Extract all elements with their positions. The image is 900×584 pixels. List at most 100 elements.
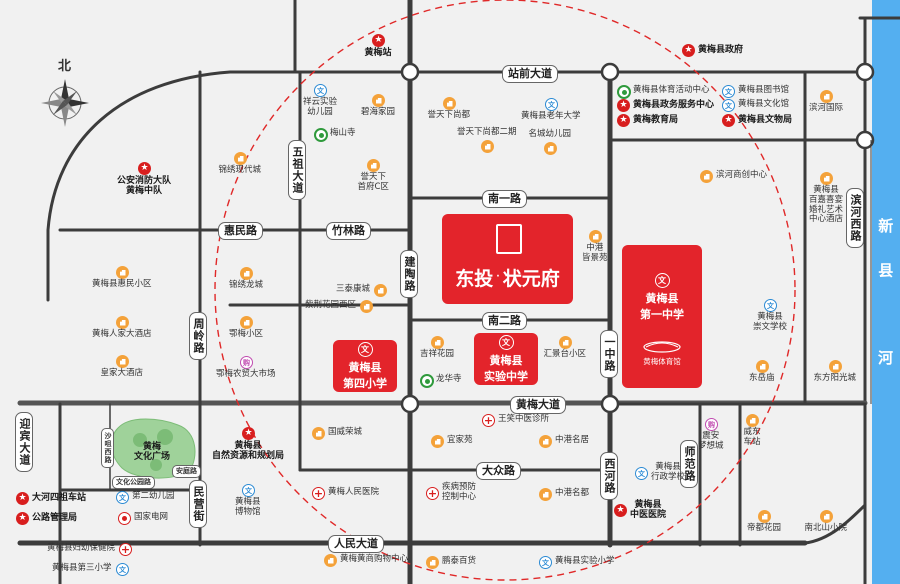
poi-label[interactable]: 誉天下尚都二期	[457, 127, 517, 137]
poi-label[interactable]: 汇景台小区	[543, 349, 587, 359]
poi-label[interactable]: 皇家大酒店	[100, 368, 144, 378]
poi-label[interactable]: 黄梅县图书馆	[738, 85, 790, 95]
shiyan-middle-school-block[interactable]: 文 黄梅县 实验中学	[474, 333, 538, 385]
poi-label[interactable]: 吉祥花园	[420, 349, 455, 359]
poi-label[interactable]: 黄梅县第三小学	[52, 563, 112, 573]
poi-label[interactable]: 滨河商创中心	[716, 170, 768, 180]
poi-label[interactable]: 国家电网	[134, 512, 169, 522]
poi-label[interactable]: 黄梅县政务服务中心	[633, 100, 715, 110]
poi-label[interactable]: 龙华寺	[436, 374, 462, 384]
poi-label[interactable]: 中港名居	[555, 435, 590, 445]
poi-label[interactable]: 黄梅县实验小学	[555, 556, 615, 566]
poi-gov-icon	[617, 114, 630, 127]
poi-label[interactable]: 中港名都	[555, 488, 590, 498]
poi-res-icon	[360, 300, 373, 313]
poi-label[interactable]: 黄梅县 中医医院	[630, 499, 667, 520]
poi-label[interactable]: 黄梅县体育活动中心	[633, 85, 710, 95]
poi-label[interactable]: 第二幼儿园	[132, 491, 175, 501]
road-zhouling: 周岭路	[189, 312, 207, 360]
poi-label[interactable]: 国威荣城	[328, 427, 363, 437]
project-block[interactable]: 东投 · 状元府	[442, 214, 573, 304]
poi-shop-icon: 购	[240, 356, 253, 369]
poi-label[interactable]: 黄梅县文物局	[738, 115, 793, 125]
poi-label[interactable]: 黄梅县文化馆	[738, 99, 790, 109]
poi-edu-icon: 文	[116, 563, 129, 576]
road-shifan: 师范路	[680, 440, 698, 488]
poi-label[interactable]: 滨河国际	[809, 103, 844, 113]
poi-label[interactable]: 黄梅教育局	[633, 115, 679, 125]
poi-label[interactable]: 东方阳光城	[813, 373, 857, 383]
poi-label[interactable]: 威东 车站	[743, 427, 761, 447]
poi-label[interactable]: 震安 梦想城	[698, 431, 724, 451]
poi-label[interactable]: 东岳庙	[749, 373, 775, 383]
poi-label[interactable]: 鄂梅小区	[229, 329, 264, 339]
poi-res-icon	[820, 90, 833, 103]
poi-label[interactable]: 誉天下 首府C区	[357, 172, 389, 192]
poi-edu-icon: 文	[539, 556, 552, 569]
poi-res-icon	[820, 172, 833, 185]
poi-label[interactable]: 鹏泰百货	[442, 556, 477, 566]
poi-res-icon	[116, 266, 129, 279]
poi-label[interactable]: 祥云实验 幼儿园	[303, 97, 338, 117]
no1-middle-school-block[interactable]: 文 黄梅县 第一中学 黄梅体育馆	[622, 245, 702, 388]
poi-label[interactable]: 紫荆花园西区	[305, 300, 357, 310]
poi-label[interactable]: 公安消防大队 黄梅中队	[117, 176, 172, 197]
poi-label[interactable]: 南北山小院	[804, 523, 848, 533]
poi-label[interactable]: 宜家苑	[447, 435, 473, 445]
poi-label[interactable]: 帝都花园	[747, 523, 782, 533]
poi-label[interactable]: 中港 皆景苑	[582, 243, 608, 263]
poi-edu-icon: 文	[764, 299, 777, 312]
poi-label[interactable]: 黄梅人家大酒店	[92, 329, 152, 339]
poi-label[interactable]: 黄梅县妇幼保健院	[47, 543, 116, 553]
project-sep: ·	[496, 272, 500, 282]
road-binhexi: 滨河西路	[846, 188, 864, 248]
poi-label[interactable]: 名城幼儿园	[528, 129, 572, 139]
poi-label[interactable]: 锦绣龙城	[229, 280, 264, 290]
poi-label[interactable]: 黄梅人民医院	[328, 487, 380, 497]
poi-res-icon	[240, 316, 253, 329]
poi-res-icon	[700, 170, 713, 183]
poi-label[interactable]: 王笑中医诊所	[498, 414, 550, 424]
poi-label[interactable]: 公路管理局	[32, 513, 78, 523]
poi-gov-icon	[16, 492, 29, 505]
poi-hosp-icon: +	[312, 487, 325, 500]
poi-label[interactable]: 疾病预防 控制中心	[442, 482, 477, 502]
poi-label[interactable]: 黄梅黄商购物中心	[340, 554, 409, 564]
road-anshi: 安庭路	[172, 465, 201, 478]
poi-edu-icon: 文	[722, 99, 735, 112]
poi-res-icon	[746, 414, 759, 427]
poi-label[interactable]: 梅山寺	[330, 128, 356, 138]
poi-label[interactable]: 黄梅县 自然资源和规划局	[212, 441, 285, 462]
poi-gov-icon	[682, 44, 695, 57]
poi-label[interactable]: 大河四祖车站	[32, 493, 87, 503]
poi-label[interactable]: 黄梅县 百嘉喜宴 婚礼艺术 中心酒店	[809, 185, 844, 225]
poi-gov-icon	[16, 512, 29, 525]
river-name: 新 县	[876, 218, 895, 290]
road-yizhong: 一中路	[600, 330, 618, 378]
poi-res-icon	[539, 488, 552, 501]
no4-primary-school-block[interactable]: 文 黄梅县 第四小学	[333, 340, 397, 392]
poi-res-icon	[234, 152, 247, 165]
poi-label[interactable]: 黄梅县 博物馆	[235, 497, 261, 517]
poi-edu-icon: 文	[635, 467, 648, 480]
poi-res-icon	[374, 284, 387, 297]
poi-res-icon	[372, 94, 385, 107]
poi-label[interactable]: 黄梅县政府	[698, 45, 744, 55]
poi-label[interactable]: 誉天下尚都	[427, 110, 471, 120]
poi-label[interactable]: 鄂梅农贸大市场	[216, 369, 276, 379]
poi-label[interactable]: 三泰康城	[336, 284, 371, 294]
poi-label[interactable]: 黄梅县 崇文学校	[753, 312, 788, 332]
poi-label[interactable]: 黄梅县 行政学校	[651, 462, 686, 482]
poi-label[interactable]: 锦绣现代城	[218, 165, 262, 175]
park-label: 黄梅 文化广场	[134, 442, 171, 463]
poi-label[interactable]: 黄梅县老年大学	[521, 111, 581, 121]
poi-gov-icon	[722, 114, 735, 127]
poi-label[interactable]: 碧海家园	[361, 107, 396, 117]
shiyan-middle-school-name: 黄梅县 实验中学	[484, 353, 528, 383]
poi-res-icon	[829, 360, 842, 373]
poi-label[interactable]: 黄梅县惠民小区	[92, 279, 152, 289]
road-xihe: 西河路	[600, 452, 618, 500]
road-yibin: 迎宾大道	[15, 412, 33, 472]
road-huimin: 惠民路	[218, 222, 263, 240]
poi-label[interactable]: 黄梅站	[364, 48, 392, 58]
